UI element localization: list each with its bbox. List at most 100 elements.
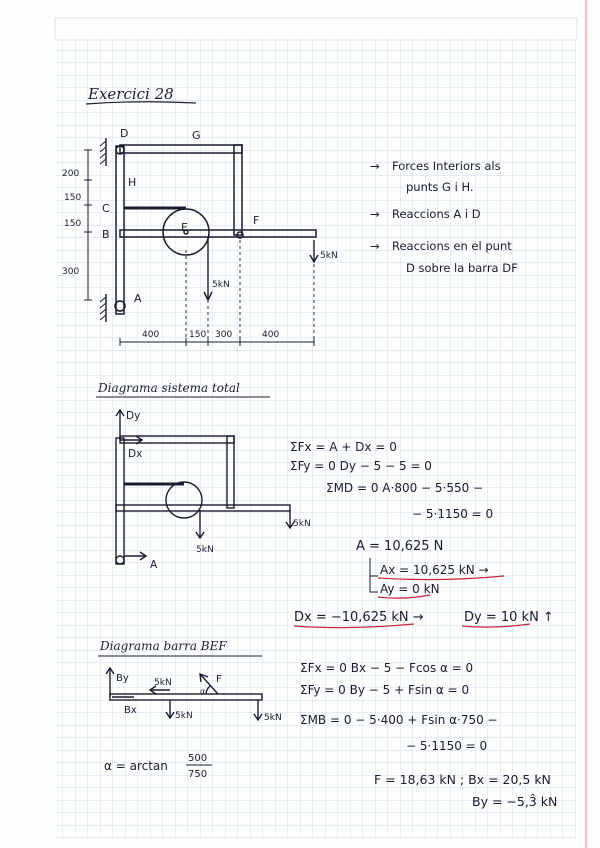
heading-total: Diagrama sistema total <box>97 381 240 395</box>
total-eq-3: ΣMD = 0 A·800 − 5·550 − <box>326 481 483 495</box>
result-Ax: Ax = 10,625 kN → <box>380 563 489 577</box>
dim-v-3: 150 <box>64 219 81 229</box>
title-underline <box>85 101 197 105</box>
total-label-load-E: 5kN <box>196 545 214 555</box>
arrow-Dy-head <box>115 408 125 417</box>
task-1-line-1: Forces Interiors als <box>392 159 501 173</box>
bar-BEF <box>119 229 317 238</box>
arrow-By-head <box>105 666 115 675</box>
arrow-5kN-top-head <box>148 685 157 695</box>
bar-label-5kN-top: 5kN <box>154 678 172 688</box>
wall-hatch-D <box>99 140 107 165</box>
pin-F <box>236 231 244 239</box>
result-Dx: Dx = −10,625 kN → <box>294 610 424 625</box>
task-3-line-1: Reaccions en el punt <box>392 239 512 253</box>
dim-h-4: 400 <box>262 330 279 340</box>
total-equations: ΣFx = A + Dx = 0 ΣFy = 0 Dy − 5 − 5 = 0 … <box>290 440 554 629</box>
arrow-F <box>199 673 219 695</box>
bar-eq-2: ΣFy = 0 By − 5 + Fsin α = 0 <box>300 683 469 697</box>
total-label-Dy: Dy <box>126 410 140 422</box>
load-arrow-head <box>309 254 319 264</box>
total-load-F-head <box>285 521 295 530</box>
label-H: H <box>128 176 136 189</box>
label-A: A <box>134 292 142 305</box>
task-2: Reaccions A i D <box>392 207 481 221</box>
total-label-Dx: Dx <box>128 448 142 460</box>
alpha-numerator: 500 <box>188 753 207 764</box>
alpha-formula: α = arctan <box>104 759 168 773</box>
load-label-F: 5kN <box>320 251 338 261</box>
bar-eq-3: ΣMB = 0 − 5·400 + Fsin α·750 − <box>300 713 498 727</box>
projection-lines <box>185 240 315 342</box>
dim-h-1: 400 <box>142 330 159 340</box>
result-branch-2 <box>369 576 378 593</box>
result-Ay-underline <box>377 594 431 599</box>
result-Dy-underline <box>461 623 531 628</box>
figure-structure <box>84 138 319 346</box>
bar-label-5kN-F: 5kN <box>264 713 282 723</box>
dim-v-1: 200 <box>62 169 79 179</box>
exercise-title: Exercici 28 <box>87 85 174 103</box>
label-B: B <box>102 228 110 241</box>
task-1-line-2: punts G i H. <box>406 180 474 194</box>
bar-eq-1: ΣFx = 0 Bx − 5 − Fcos α = 0 <box>300 661 473 675</box>
figure-total <box>115 408 295 565</box>
total-eq-1: ΣFx = A + Dx = 0 <box>290 440 397 454</box>
pulley <box>162 208 210 256</box>
total-label-load-F: 5kN <box>293 519 311 529</box>
arrow-F-head <box>199 672 209 683</box>
figure-bar <box>105 666 263 722</box>
bar-result-1: F = 18,63 kN ; Bx = 20,5 kN <box>374 772 551 787</box>
label-F: F <box>253 214 259 227</box>
top-strip <box>54 17 578 41</box>
load-label-E: 5kN <box>212 280 230 290</box>
result-A: A = 10,625 N <box>356 539 443 554</box>
alpha-arc <box>205 685 211 695</box>
dim-h-3: 300 <box>215 330 232 340</box>
dim-v-4: 300 <box>62 267 79 277</box>
bar-result-2: By = −5,3̂ kN <box>472 793 557 809</box>
total-bar-BEF <box>115 504 291 512</box>
wall-hatch-A <box>99 296 107 321</box>
bar-load-F-head <box>253 713 263 722</box>
bar-label-Bx: Bx <box>124 705 137 716</box>
label-E: E <box>181 221 188 234</box>
alpha-denominator: 750 <box>188 769 207 780</box>
bar-equations: ΣFx = 0 Bx − 5 − Fcos α = 0 ΣFy = 0 By −… <box>300 661 557 809</box>
result-Dx-underline <box>293 623 415 629</box>
task-arrow-2: → <box>370 207 380 221</box>
task-list: → Forces Interiors als punts G i H. → Re… <box>370 159 518 275</box>
bar-label-By: By <box>116 673 129 684</box>
dim-h-2: 150 <box>189 330 206 340</box>
total-label-A: A <box>150 559 158 571</box>
bar-label-5kN-E: 5kN <box>175 711 193 721</box>
task-3-line-2: D sobre la barra DF <box>406 261 518 275</box>
total-bar-right <box>226 435 235 509</box>
label-C: C <box>102 202 110 215</box>
task-arrow-3: → <box>370 239 380 253</box>
heading-bar: Diagrama barra BEF <box>99 639 227 653</box>
task-arrow-1: → <box>370 159 380 173</box>
total-eq-4: − 5·1150 = 0 <box>412 507 493 521</box>
dim-v-2: 150 <box>64 193 81 203</box>
result-Dy: Dy = 10 kN ↑ <box>464 610 554 625</box>
label-D: D <box>120 127 128 140</box>
label-G: G <box>192 129 201 142</box>
bar-label-F: F <box>216 674 222 685</box>
total-load-E-head <box>195 531 205 540</box>
grid-area <box>55 38 577 838</box>
total-pulley <box>165 481 203 519</box>
bar-GF <box>233 144 243 236</box>
vertical-dimension-ticks <box>84 149 92 301</box>
total-pin-A <box>115 555 125 565</box>
result-Ax-underline <box>377 575 505 581</box>
arrow-A-head <box>139 551 148 561</box>
horizontal-dimension-ticks <box>119 338 315 346</box>
total-eq-2: ΣFy = 0 Dy − 5 − 5 = 0 <box>290 459 432 473</box>
bar-label-alpha: α <box>200 687 205 696</box>
pin-A <box>114 300 126 312</box>
result-Ay: Ay = 0 kN <box>380 582 440 596</box>
bar-eq-4: − 5·1150 = 0 <box>406 739 487 753</box>
